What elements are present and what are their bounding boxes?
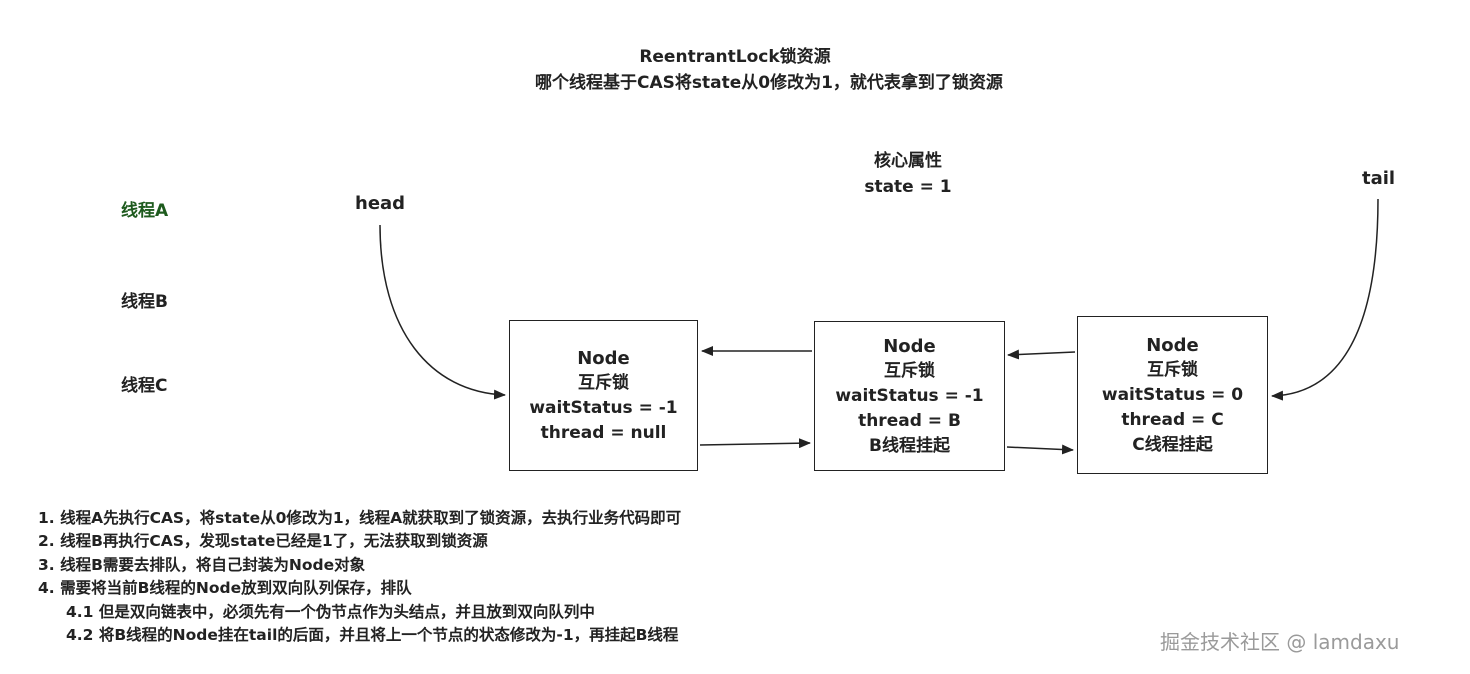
node-suspended-note: B线程挂起 xyxy=(869,435,950,456)
head-arrow xyxy=(379,224,506,400)
node3-prev-arrow xyxy=(1007,349,1076,360)
steps-list: 1. 线程A先执行CAS，将state从0修改为1，线程A就获取到了锁资源，去执… xyxy=(38,507,681,647)
node-wait-status: waitStatus = -1 xyxy=(529,397,678,418)
step-sub-item: 4.2 将B线程的Node挂在tail的后面，并且将上一个节点的状态修改为-1，… xyxy=(66,626,679,645)
title-line-2: 哪个线程基于CAS将state从0修改为1，就代表拿到了锁资源 xyxy=(535,73,1003,93)
step-item: 2. 线程B再执行CAS，发现state已经是1了，无法获取到锁资源 xyxy=(38,532,488,551)
step-item: 4. 需要将当前B线程的Node放到双向队列保存，排队 xyxy=(38,579,412,598)
node-head-dummy: Node 互斥锁 waitStatus = -1 thread = null xyxy=(509,320,698,471)
node-lock: 互斥锁 xyxy=(1147,359,1198,380)
thread-b-label: 线程B xyxy=(121,292,168,312)
node-thread: thread = null xyxy=(540,422,667,443)
tail-pointer-label: tail xyxy=(1362,168,1396,189)
node-wait-status: waitStatus = 0 xyxy=(1101,384,1244,405)
node-lock: 互斥锁 xyxy=(884,360,935,381)
node-thread-c: Node 互斥锁 waitStatus = 0 thread = C C线程挂起 xyxy=(1077,316,1268,474)
node-title: Node xyxy=(577,347,630,369)
node1-next-arrow xyxy=(699,438,811,449)
node2-next-arrow xyxy=(1006,444,1074,455)
head-pointer-label: head xyxy=(355,193,406,214)
thread-c-label: 线程C xyxy=(121,376,168,396)
tail-arrow xyxy=(1271,198,1379,401)
node-title: Node xyxy=(883,335,936,357)
node-lock: 互斥锁 xyxy=(578,372,629,393)
diagram-title: ReentrantLock锁资源 哪个线程基于CAS将state从0修改为1，就… xyxy=(535,44,1003,96)
node-wait-status: waitStatus = -1 xyxy=(835,385,984,406)
core-state: state = 1 xyxy=(864,177,952,197)
step-item: 3. 线程B需要去排队，将自己封装为Node对象 xyxy=(38,555,366,574)
node-suspended-note: C线程挂起 xyxy=(1132,434,1213,455)
node-thread: thread = C xyxy=(1121,409,1224,430)
watermark: 掘金技术社区 @ lamdaxu xyxy=(1160,630,1400,654)
thread-a-label: 线程A xyxy=(121,201,169,221)
node-title: Node xyxy=(1146,334,1199,356)
node-thread-b: Node 互斥锁 waitStatus = -1 thread = B B线程挂… xyxy=(814,321,1005,471)
core-heading: 核心属性 xyxy=(874,151,942,171)
step-sub-item: 4.1 但是双向链表中，必须先有一个伪节点作为头结点，并且放到双向队列中 xyxy=(66,602,595,621)
node-thread: thread = B xyxy=(858,410,961,431)
title-line-1: ReentrantLock锁资源 xyxy=(639,47,831,67)
step-item: 1. 线程A先执行CAS，将state从0修改为1，线程A就获取到了锁资源，去执… xyxy=(38,509,682,527)
core-attribute-box: 核心属性 state = 1 xyxy=(808,148,1008,200)
